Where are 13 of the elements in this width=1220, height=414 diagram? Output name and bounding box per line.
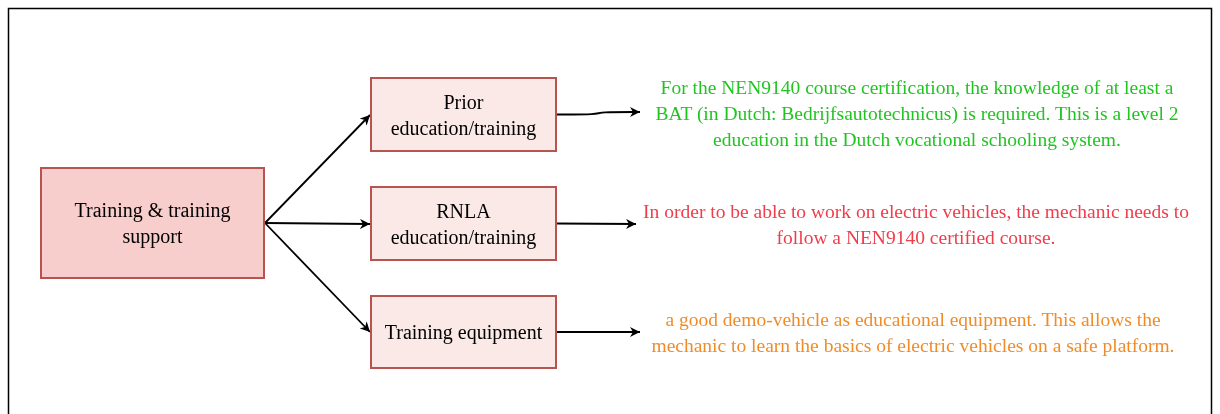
arrow: [556, 327, 641, 337]
note-text: a good demo-vehicle as educational equipment. This allows the mechanic to learn the basics of electric vehicles on a safe platform.: [640, 292, 1186, 374]
arrow: [556, 107, 641, 117]
arrow: [264, 218, 371, 229]
arrow: [264, 114, 371, 224]
arrow: [264, 222, 371, 333]
process-box: Prior education/training: [370, 77, 557, 152]
note-text: For the NEN9140 course certification, the knowledge of at least a BAT (in Dutch: Bedrijfsautotechnicus) is required. This is a level 2 education in the Dutch vocational schooling system.: [640, 60, 1194, 168]
process-box: Training & training support: [40, 167, 265, 279]
process-box: RNLA education/training: [370, 186, 557, 261]
arrow: [556, 218, 637, 229]
process-box: Training equipment: [370, 295, 557, 369]
note-text: In order to be able to work on electric vehicles, the mechanic needs to follow a NEN9140 certified course.: [636, 198, 1196, 252]
